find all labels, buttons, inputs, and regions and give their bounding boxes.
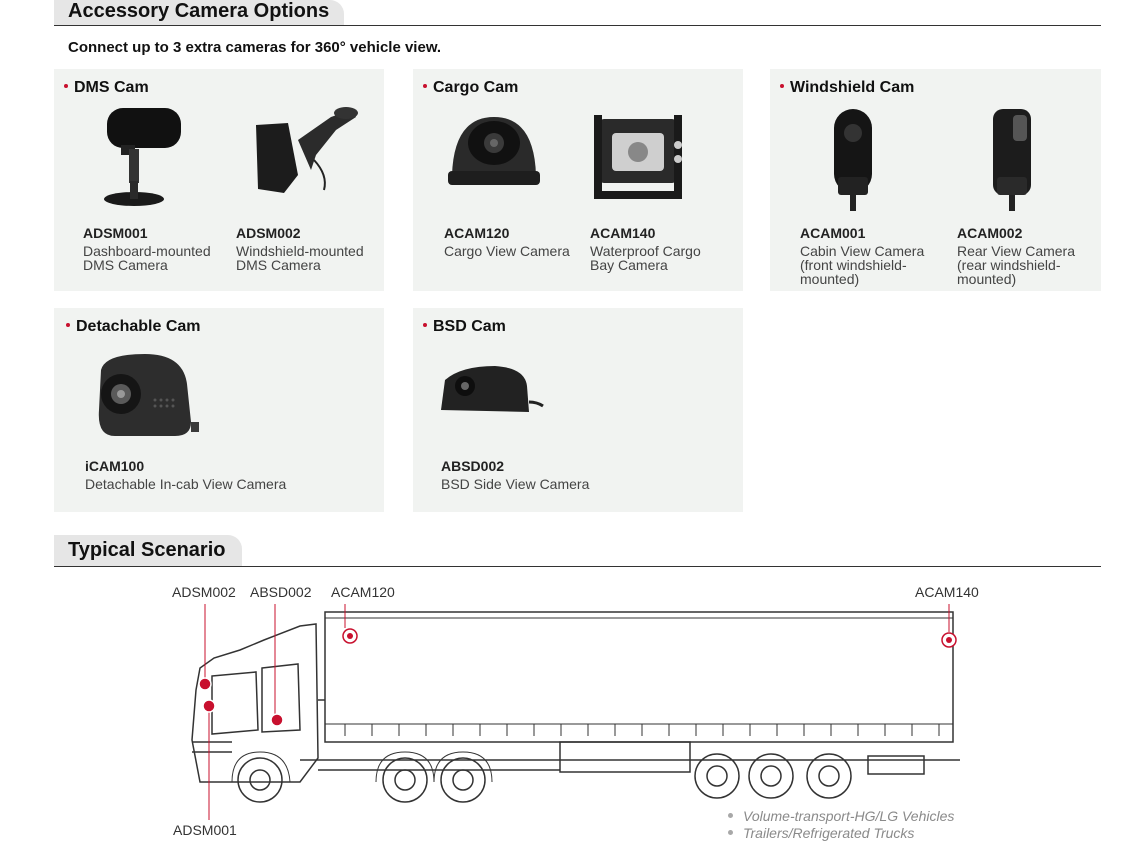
card-title: Windshield Cam (780, 79, 914, 97)
card-title: Cargo Cam (423, 79, 518, 97)
section-header-accessory: Accessory Camera Options (54, 0, 344, 26)
dashboard-dms-camera-icon (104, 108, 181, 206)
scenario-bullets: Volume-transport-HG/LG Vehicles Trailers… (728, 808, 954, 842)
product-acam120[interactable]: ACAM120 Cargo View Camera (444, 105, 594, 275)
product-absd002[interactable]: ABSD002 BSD Side View Camera (441, 350, 721, 500)
product-icam100[interactable]: iCAM100 Detachable In-cab View Camera (85, 350, 365, 500)
section-title: Typical Scenario (68, 539, 226, 561)
label-adsm002: ADSM002 (172, 584, 236, 600)
card-windshield-cam: Windshield Cam ACAM001 Cabin View Camera… (770, 69, 1101, 291)
rear-camera-icon (993, 109, 1031, 211)
side-view-camera-icon (441, 366, 544, 412)
card-detachable-cam: Detachable Cam iCAM100 Detachable In-cab… (54, 308, 384, 512)
list-item: Trailers/Refrigerated Trucks (728, 825, 954, 842)
card-title: Detachable Cam (66, 318, 201, 336)
divider (54, 566, 1101, 567)
divider (54, 25, 1101, 26)
label-adsm001: ADSM001 (173, 822, 237, 838)
label-acam120: ACAM120 (331, 584, 395, 600)
page-subtitle: Connect up to 3 extra cameras for 360° v… (68, 39, 442, 56)
product-acam002[interactable]: ACAM002 Rear View Camera(rear windshield… (957, 105, 1107, 286)
section-header-scenario: Typical Scenario (54, 535, 242, 567)
section-title: Accessory Camera Options (68, 0, 330, 22)
card-title: BSD Cam (423, 318, 506, 336)
bracket-camera-icon (594, 115, 682, 199)
label-absd002: ABSD002 (250, 584, 312, 600)
card-cargo-cam: Cargo Cam ACAM120 Cargo View Camera ACAM… (413, 69, 743, 291)
dome-camera-icon (448, 117, 540, 185)
label-acam140: ACAM140 (915, 584, 979, 600)
card-bsd-cam: BSD Cam ABSD002 BSD Side View Camera (413, 308, 743, 512)
list-item: Volume-transport-HG/LG Vehicles (728, 808, 954, 825)
product-acam001[interactable]: ACAM001 Cabin View Camera(front windshie… (800, 105, 950, 286)
cabin-camera-icon (834, 109, 872, 211)
detachable-camera-icon (98, 354, 199, 436)
windshield-dms-camera-icon (256, 107, 358, 193)
card-title: DMS Cam (64, 79, 149, 97)
